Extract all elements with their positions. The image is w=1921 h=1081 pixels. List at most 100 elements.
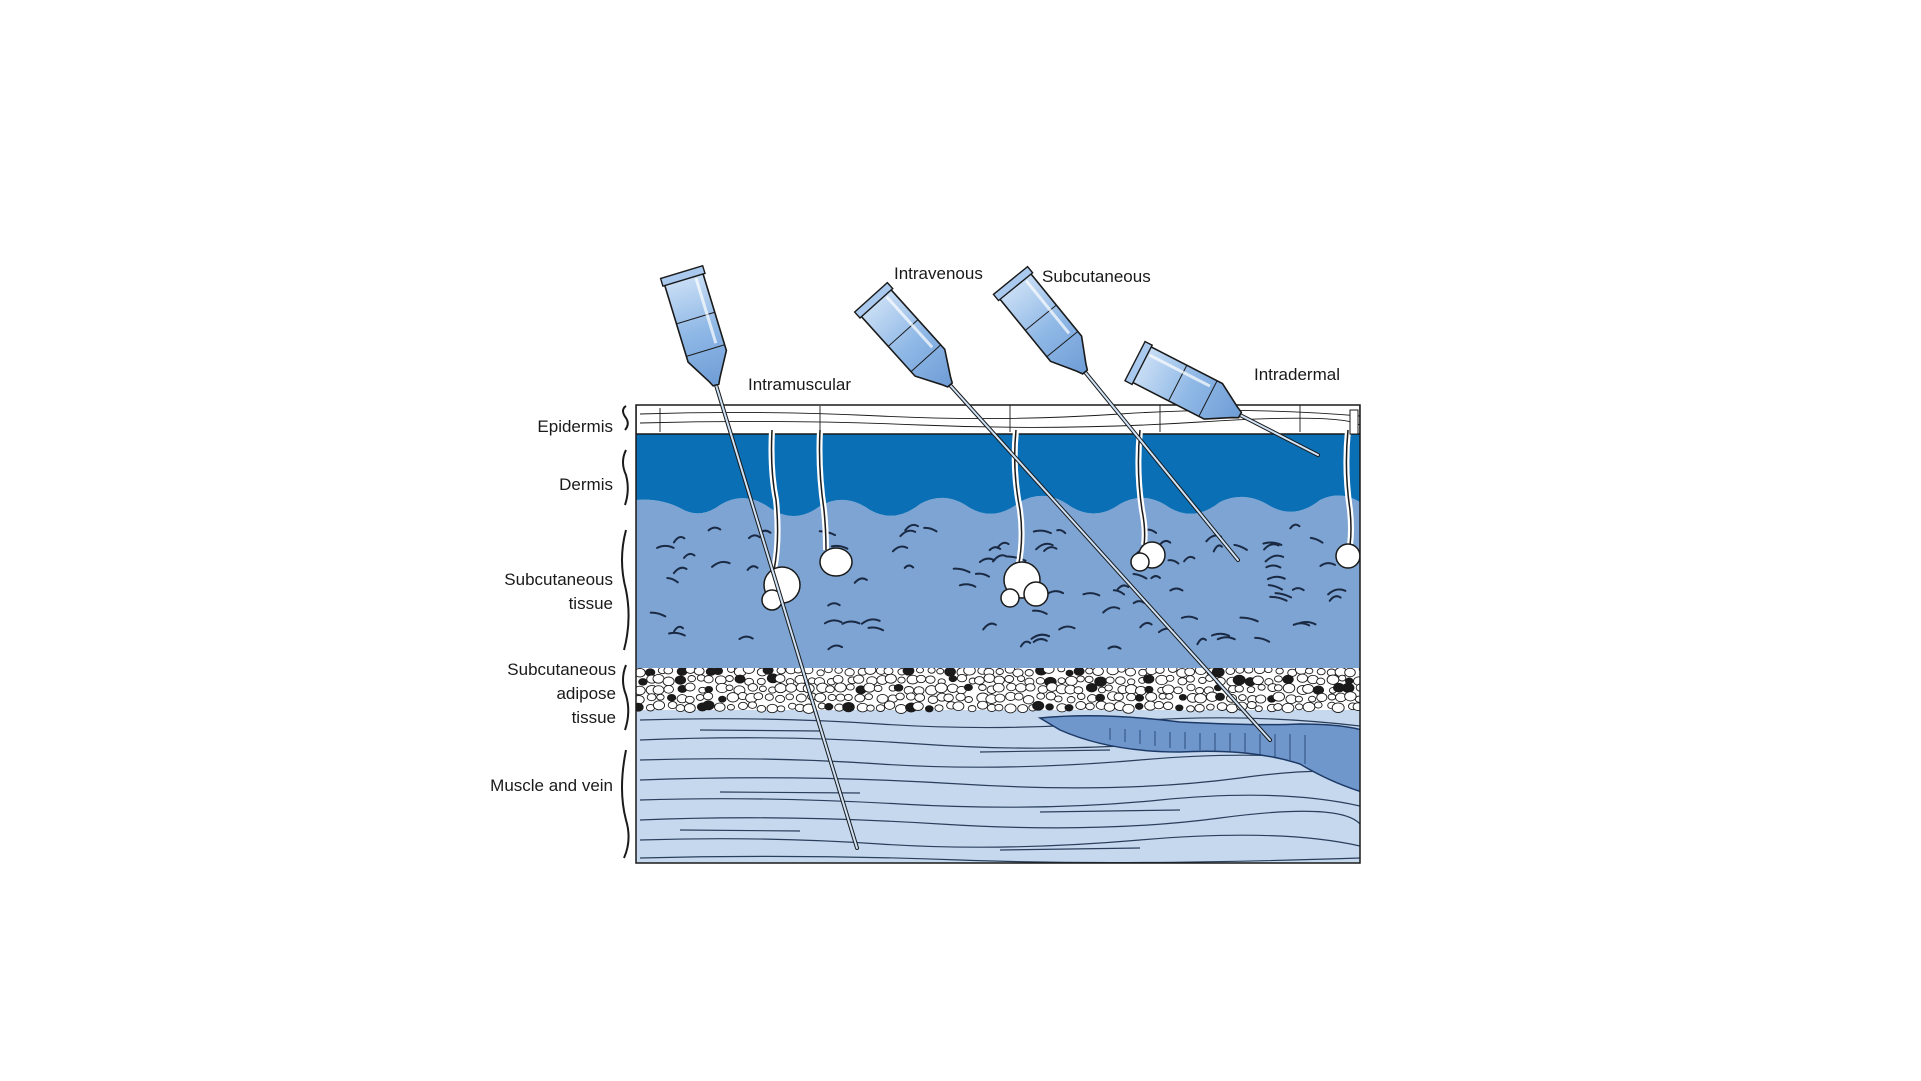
adipose-cell xyxy=(1046,704,1054,710)
adipose-cell xyxy=(935,705,943,712)
adipose-cell xyxy=(684,704,695,713)
adipose-cell xyxy=(1317,668,1325,674)
adipose-cell xyxy=(713,667,722,674)
adipose-cell xyxy=(898,677,905,683)
adipose-cell xyxy=(1216,693,1225,700)
adipose-cell xyxy=(739,702,748,709)
adipose-cell xyxy=(1093,667,1104,675)
adipose-cell xyxy=(653,686,664,695)
adipose-cell xyxy=(836,694,845,701)
adipose-cell xyxy=(1199,677,1207,683)
adipose-cell xyxy=(1163,685,1174,694)
adipose-cell xyxy=(1283,675,1293,683)
adipose-cell xyxy=(703,701,714,710)
adipose-cell xyxy=(1163,702,1172,710)
adipose-cell xyxy=(1128,679,1135,685)
adipose-cell xyxy=(634,696,645,704)
adipose-cell xyxy=(676,705,685,712)
adipose-cell xyxy=(1123,704,1134,713)
adipose-cell xyxy=(777,667,785,674)
adipose-cell xyxy=(1303,685,1314,694)
adipose-cell xyxy=(1126,668,1136,676)
adipose-cell xyxy=(865,694,873,700)
adipose-cell xyxy=(1355,696,1363,702)
adipose-cell xyxy=(956,693,965,701)
adipose-cell xyxy=(1195,704,1204,712)
adipose-cell xyxy=(1074,687,1083,694)
adipose-cell xyxy=(1005,704,1016,713)
adipose-cell xyxy=(965,697,973,703)
adipose-cell xyxy=(953,702,964,711)
adipose-cell xyxy=(828,694,836,700)
adipose-cell xyxy=(907,693,916,700)
adipose-cell xyxy=(817,670,824,676)
adipose-cell xyxy=(847,684,855,690)
adipose-cell xyxy=(894,684,903,691)
adipose-cell xyxy=(1273,692,1284,701)
adipose-cell xyxy=(978,701,988,709)
adipose-cell xyxy=(754,693,763,700)
adipose-cell xyxy=(1114,693,1123,701)
adipose-cell xyxy=(757,678,765,684)
adipose-cell xyxy=(867,705,875,711)
adipose-cell xyxy=(1179,694,1186,700)
adipose-cell xyxy=(1207,704,1215,710)
adipose-cell xyxy=(727,705,734,711)
epidermis-layer xyxy=(636,401,1360,434)
adipose-cell xyxy=(1306,668,1313,674)
adipose-cell xyxy=(957,674,966,681)
adipose-cell xyxy=(874,685,882,691)
adipose-cell xyxy=(876,705,884,712)
adipose-cell xyxy=(1253,676,1264,685)
adipose-cell xyxy=(944,694,954,702)
adipose-cell xyxy=(1104,703,1115,711)
adipose-cell xyxy=(1187,684,1195,691)
adipose-cell xyxy=(995,694,1005,702)
adipose-cell xyxy=(1025,670,1033,677)
adipose-cell xyxy=(726,685,733,691)
adipose-cell xyxy=(884,701,894,709)
adipose-cell xyxy=(653,674,664,683)
adipose-cell xyxy=(1036,678,1044,685)
adipose-cell xyxy=(1033,701,1044,710)
adipose-cell xyxy=(1282,703,1294,712)
adipose-cell xyxy=(1283,683,1295,692)
intravenous-hub-body xyxy=(860,288,965,398)
adipose-cell xyxy=(1275,676,1283,682)
adipose-cell xyxy=(1342,683,1354,692)
label-adipose-1: Subcutaneous xyxy=(507,660,616,679)
adipose-cell xyxy=(1065,705,1073,711)
adipose-cell xyxy=(1247,687,1255,693)
adipose-cell xyxy=(1295,696,1302,702)
adipose-cell xyxy=(775,684,786,693)
label-intravenous: Intravenous xyxy=(894,264,983,283)
layer-braces xyxy=(622,406,629,858)
adipose-cell xyxy=(975,677,985,685)
subcutaneous-hub-body xyxy=(999,273,1101,385)
adipose-cell xyxy=(1018,676,1025,682)
adipose-cell xyxy=(1095,677,1107,686)
skin-right-edge xyxy=(1350,410,1358,434)
adipose-cell xyxy=(1255,706,1262,712)
adipose-cell xyxy=(1186,676,1194,683)
adipose-cell xyxy=(1136,686,1147,695)
adipose-cell xyxy=(757,705,766,712)
adipose-cell xyxy=(835,683,846,692)
adipose-cell xyxy=(885,674,896,683)
adipose-cell xyxy=(968,706,976,712)
adipose-cell xyxy=(896,693,904,700)
adipose-cell xyxy=(1156,675,1168,684)
adipose-cell xyxy=(663,677,674,686)
adipose-cell xyxy=(1055,696,1063,702)
adipose-cell xyxy=(835,667,843,673)
label-muscle-vein: Muscle and vein xyxy=(490,776,613,795)
adipose-cell xyxy=(1166,675,1174,681)
adipose-cell xyxy=(705,686,713,692)
adipose-cell xyxy=(826,686,835,693)
adipose-cell xyxy=(694,667,704,675)
adipose-cell xyxy=(1217,703,1227,711)
adipose-cell xyxy=(913,702,924,710)
adipose-cell xyxy=(685,696,694,703)
adipose-cell xyxy=(688,676,696,682)
